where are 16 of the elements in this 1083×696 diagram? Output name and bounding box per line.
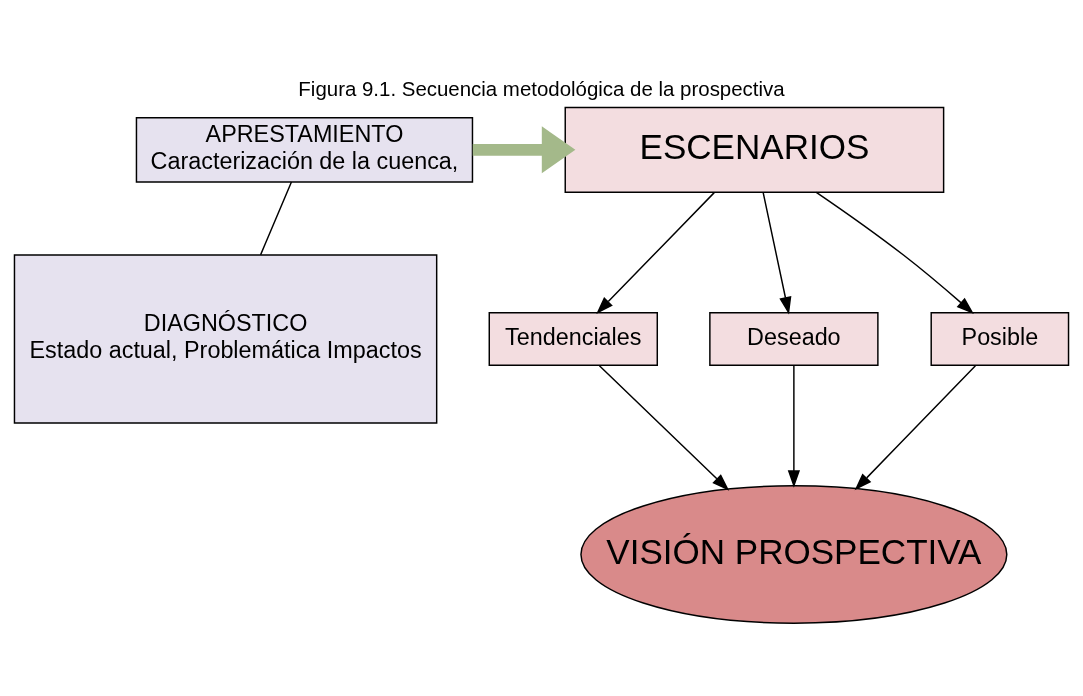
arrow	[762, 191, 792, 314]
arrow	[854, 364, 977, 490]
node-box: DIAGNÓSTICO Estado actual, Problemática Impactos	[13, 253, 438, 424]
node-box: Posible	[930, 311, 1070, 366]
node-box: Deseado	[709, 311, 879, 366]
node-box: ESCENARIOS	[564, 106, 945, 193]
node-box: Tendenciales	[488, 311, 658, 366]
arrow	[596, 191, 715, 314]
arrow	[787, 364, 800, 488]
arrow	[598, 364, 730, 491]
arrow	[815, 191, 974, 314]
diagram-title: Figura 9.1. Secuencia metodológica de la prospectiva	[298, 76, 785, 100]
node-box: APRESTAMIENTO Caracterización de la cuenca,	[135, 116, 474, 183]
arrow	[472, 125, 576, 173]
connector	[259, 180, 293, 256]
node-ellipse: VISIÓN PROSPECTIVA	[580, 484, 1008, 624]
